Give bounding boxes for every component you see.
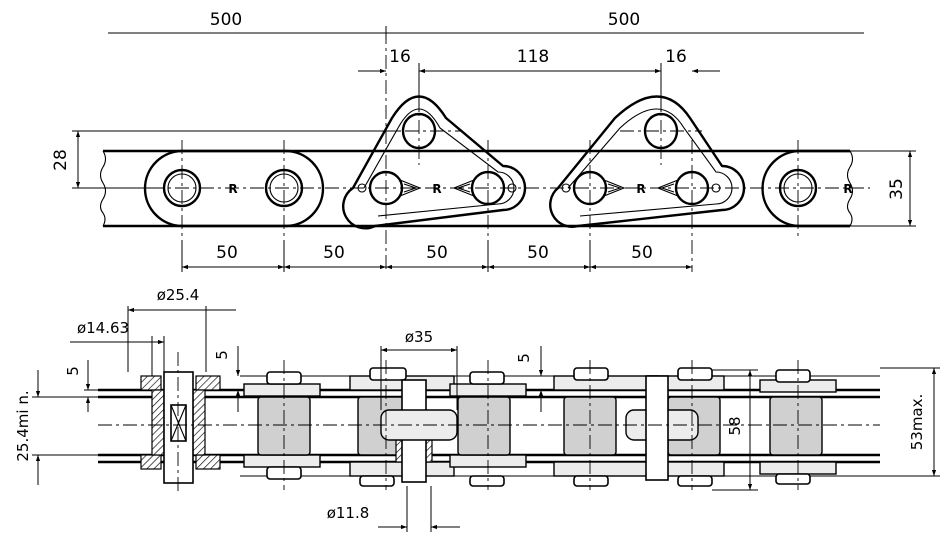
dim-pitch: 500 500 (108, 10, 864, 40)
sectioned-pin-left (140, 371, 221, 484)
dim-bush-dia-label: ø35 (405, 328, 433, 346)
dim-pin-dia: ø14.63 (70, 319, 165, 376)
side-view: ø25.4 ø14.63 5 5 ø35 (14, 286, 940, 532)
dim-link-2: 50 (323, 243, 345, 263)
chain-link-right (761, 149, 850, 228)
dim-link-4: 50 (527, 243, 549, 263)
attachment-plate-right (549, 95, 746, 228)
dim-flange: 16 118 16 (358, 47, 720, 112)
dim-link-pitch: 50 50 50 50 50 (181, 240, 692, 272)
dim-height-right: 35 (850, 150, 916, 227)
dim-gap-left: 5 (64, 360, 140, 412)
dim-gap-mid: 5 (515, 346, 544, 412)
dim-pin-small-dia: ø11.8 (327, 486, 460, 532)
dim-max-width: 53max. (880, 367, 940, 477)
dim-inner-width: 25.4mi n. (14, 370, 152, 485)
dim-pitch-right: 500 (608, 10, 640, 30)
dim-height-right-label: 35 (887, 178, 907, 200)
dim-link-3: 50 (426, 243, 448, 263)
dim-pitch-left: 500 (210, 10, 242, 30)
dim-gap-top-left-label: 5 (213, 350, 231, 360)
dim-bush-dia: ø35 (380, 328, 458, 410)
dim-height-left: 28 (51, 130, 400, 189)
roller-mark-4: R (843, 182, 852, 196)
roller-group-5 (625, 367, 725, 487)
dim-gap-top-left: 5 (213, 346, 241, 412)
dim-flange-mid: 118 (517, 47, 549, 67)
roller-group-2 (349, 367, 458, 487)
dim-max-width-label: 53max. (908, 394, 926, 451)
dim-outer-dia-label: ø25.4 (157, 286, 200, 304)
roller-group-3 (449, 371, 527, 487)
dim-inner-width-label: 25.4mi n. (14, 390, 32, 461)
dim-total-height: 58 (712, 369, 758, 491)
roller-mark-1: R (228, 182, 237, 196)
chain-band (99, 149, 854, 228)
dim-gap-left-label: 5 (64, 366, 82, 376)
dim-link-1: 50 (216, 243, 238, 263)
top-view: R R R R 500 500 (51, 10, 916, 272)
dim-pin-dia-label: ø14.63 (77, 319, 129, 337)
dim-flange-right: 16 (665, 47, 687, 67)
dim-gap-mid-label: 5 (515, 353, 533, 363)
top-centerlines (100, 30, 870, 272)
dim-total-height-label: 58 (726, 416, 744, 435)
roller-group-4 (553, 367, 659, 487)
roller-group-1 (243, 371, 321, 480)
dim-height-left-label: 28 (51, 149, 71, 171)
dim-pin-small-dia-label: ø11.8 (327, 504, 370, 522)
dim-outer-dia: ø25.4 (127, 286, 236, 372)
roller-mark-3: R (636, 182, 645, 196)
roller-mark-2: R (432, 182, 441, 196)
attachment-plate-left (342, 95, 527, 230)
dim-link-5: 50 (631, 243, 653, 263)
dim-flange-left: 16 (389, 47, 411, 67)
